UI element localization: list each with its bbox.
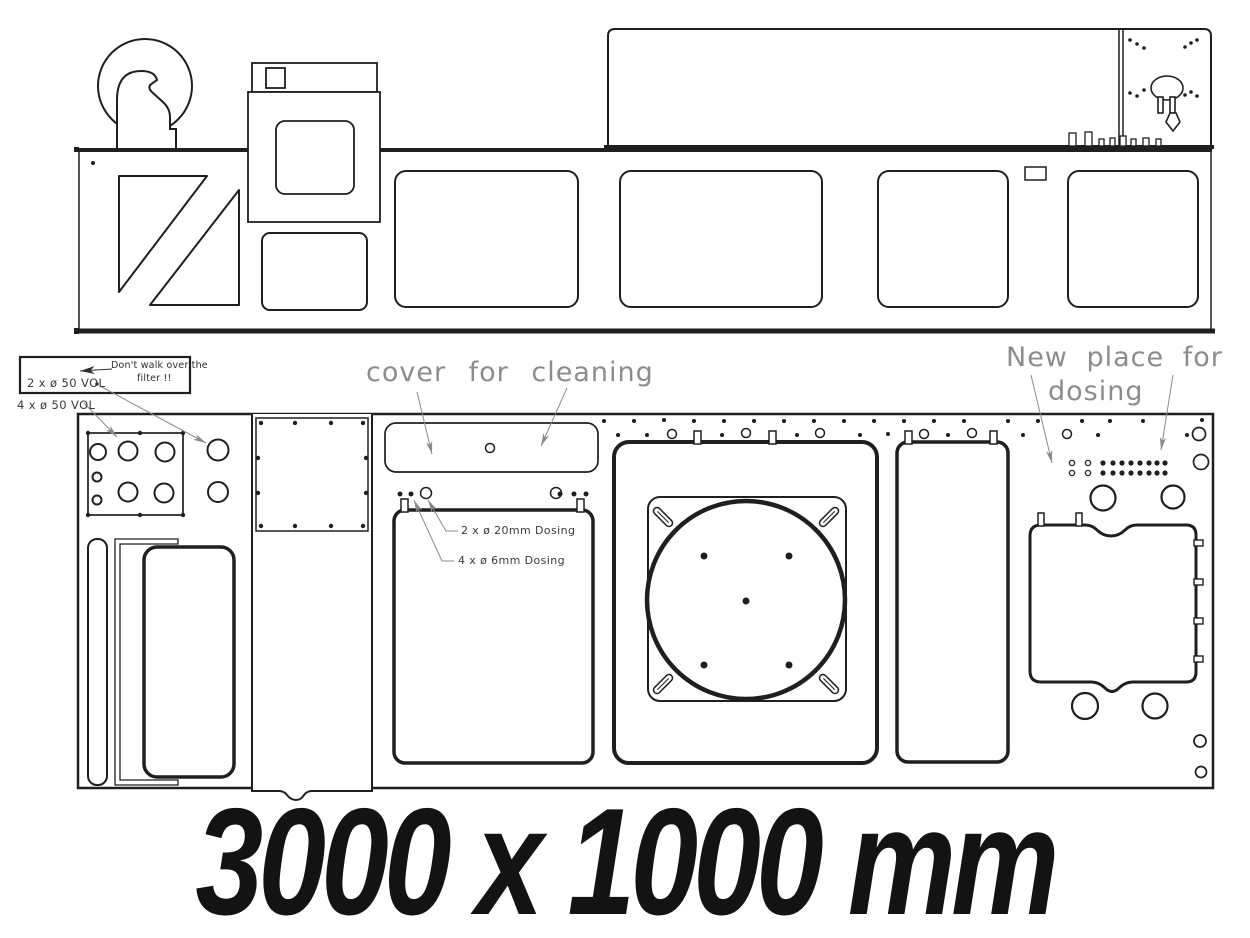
perimeter-small-holes <box>666 427 1073 440</box>
dosing-6-label: 4 x ø 6mm Dosing <box>458 554 565 567</box>
control-unit <box>247 62 381 223</box>
screw-plate <box>255 417 369 532</box>
vol-4-label: 4 x ø 50 VOL <box>17 398 96 412</box>
front-elevation-view <box>74 28 1215 334</box>
leader-dosing6 <box>413 499 454 562</box>
cleaning-cover-cutout <box>384 422 599 473</box>
rotary-plate-section <box>612 430 879 765</box>
filter-hole-grid <box>85 430 186 518</box>
connector-pins <box>1068 131 1162 147</box>
vol-hole-1 <box>206 438 230 462</box>
perimeter-screws <box>602 418 1204 437</box>
cover-cleaning-label: cover for cleaning <box>366 357 654 388</box>
middle-strip <box>251 414 373 802</box>
front-panel-outline <box>74 147 1215 334</box>
leader-vol2 <box>99 385 207 444</box>
side-slot <box>87 538 108 786</box>
leader-vol4 <box>83 402 118 438</box>
leader-cover-left <box>416 391 433 455</box>
edge-holes <box>1191 426 1210 779</box>
mount-hole-1 <box>1089 484 1117 512</box>
leader-newplace-left <box>1030 374 1053 464</box>
nozzle-hanger <box>1150 75 1184 133</box>
c-bracket <box>114 538 179 786</box>
gasket-cutout <box>1028 512 1204 693</box>
mount-hole-4 <box>1141 692 1169 720</box>
rotary-plate-circle <box>644 498 848 702</box>
dosing-holes <box>397 486 589 500</box>
leader-newplace-right <box>1159 374 1174 451</box>
mount-hole-2 <box>1160 484 1186 510</box>
leader-cover-right <box>540 387 568 447</box>
sheet-dimension-label: 3000 x 1000 mm <box>195 777 1059 938</box>
mount-hole-3 <box>1070 691 1100 721</box>
warning-arrow <box>79 366 113 375</box>
panel-cutout-2 <box>394 170 579 308</box>
left-door-cutout <box>142 545 236 779</box>
rear-panel <box>604 28 1214 149</box>
top-plan-view <box>76 412 1215 802</box>
warning-text-line1: Don't walk over the <box>111 360 208 371</box>
panel-cutout-1 <box>261 232 368 311</box>
vol-2-label: 2 x ø 50 VOL <box>27 376 106 390</box>
panel-cutout-4 <box>877 170 1009 308</box>
warning-box <box>18 355 192 395</box>
fan-housing <box>97 38 193 151</box>
annotation-linework <box>18 355 1174 562</box>
vol-hole-2 <box>207 481 229 503</box>
cover-cutout-a <box>392 498 595 765</box>
warning-text-line2: filter !! <box>137 373 172 384</box>
corner-slots <box>652 506 840 695</box>
panel-cutout-5 <box>1067 170 1199 308</box>
new-place-label-line1: New place for <box>1006 342 1223 373</box>
mounting-dots <box>1128 38 1199 98</box>
panel-cutout-3 <box>619 170 823 308</box>
diagonal-vent-cutout <box>118 175 240 306</box>
new-place-label-line2: dosing <box>1048 376 1144 407</box>
leader-dosing20 <box>427 499 458 532</box>
cover-cutout-b <box>895 430 1010 764</box>
new-dosing-grid <box>1068 459 1168 477</box>
dosing-20-label: 2 x ø 20mm Dosing <box>461 524 576 537</box>
